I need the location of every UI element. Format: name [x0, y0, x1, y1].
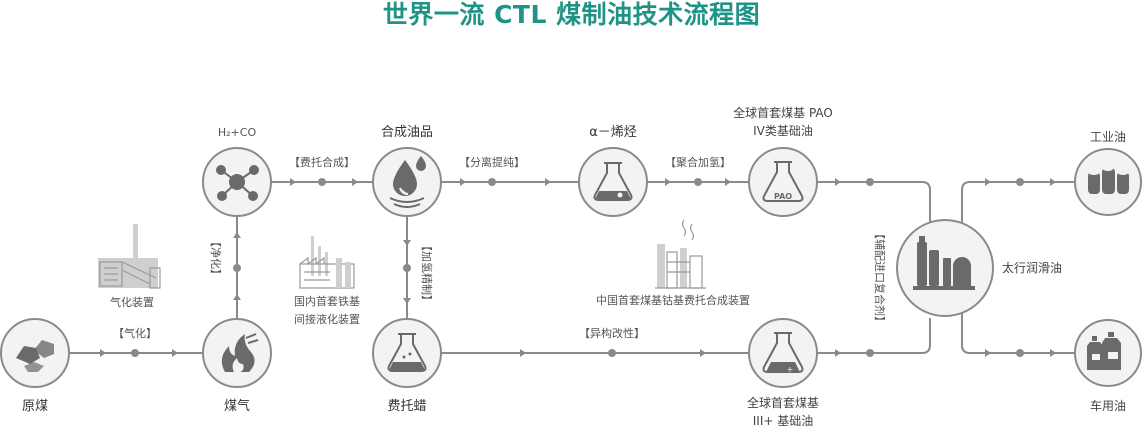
node-alpha-olefin: α－烯烃 — [578, 125, 648, 217]
node-industrial: 工业油 — [1074, 130, 1142, 216]
coal-lumps-icon — [16, 340, 54, 372]
node-pao: PAO 全球首套煤基 PAO IV类基础油 — [733, 105, 833, 217]
process-hydrorefining: 【加氢精制】 — [420, 240, 434, 306]
facility-gasifier: 气化装置 — [98, 224, 161, 309]
refinery-icon — [913, 236, 975, 290]
node-taihang-label: 太行润滑油 — [1002, 260, 1062, 275]
page-title: 世界一流 CTL 煤制油技术流程图 — [382, 0, 761, 29]
process-purification: 【净化】 — [209, 236, 223, 280]
facility-indirect-label-1: 国内首套铁基 — [294, 294, 360, 308]
flask-icon — [387, 333, 427, 372]
node-pao-label-2: IV类基础油 — [753, 124, 813, 138]
process-ft-synthesis: 【费托合成】 — [289, 155, 355, 169]
node-vehicle-label: 车用油 — [1090, 398, 1126, 413]
process-separation: 【分离提纯】 — [459, 155, 525, 169]
cobalt-plant-icon — [655, 219, 706, 289]
facility-gasifier-label: 气化装置 — [110, 295, 154, 309]
facility-cobalt: 中国首套煤基钴基费托合成装置 — [596, 219, 750, 307]
svg-text:+: + — [787, 365, 794, 374]
flask-icon — [593, 162, 633, 201]
liquefaction-plant-icon — [299, 236, 355, 289]
node-synthetic-oil-label: 合成油品 — [381, 125, 433, 140]
node-taihang: 太行润滑油 — [896, 219, 1062, 317]
node-syngas-label: H₂+CO — [218, 126, 257, 139]
facility-indirect-label-2: 间接液化装置 — [294, 312, 360, 326]
node-synthetic-oil: 合成油品 — [372, 125, 442, 217]
molecule-icon — [216, 165, 259, 201]
node-pao-label-1: 全球首套煤基 PAO — [733, 105, 833, 120]
node-coal: 原煤 — [0, 318, 70, 414]
flask-pao-icon: PAO — [762, 161, 804, 202]
node-coal-label: 原煤 — [22, 399, 48, 414]
gasifier-plant-icon — [98, 224, 161, 289]
node-gas-label: 煤气 — [224, 398, 250, 414]
node-alpha-olefin-label: α－烯烃 — [589, 125, 637, 140]
node-base3-label-1: 全球首套煤基 — [747, 395, 819, 410]
process-additive: 【辅配进口复合剂】 — [873, 228, 887, 327]
process-isomerization: 【异构改性】 — [579, 326, 645, 340]
node-gas: 煤气 — [202, 318, 272, 414]
node-base3: + 全球首套煤基 III+ 基础油 — [747, 318, 819, 428]
process-polymerization: 【聚合加氢】 — [665, 155, 731, 169]
node-ft-wax: 费托蜡 — [372, 318, 442, 414]
node-base3-label-2: III+ 基础油 — [753, 414, 814, 428]
flask-icon: + — [762, 332, 804, 374]
node-ft-wax-label: 费托蜡 — [387, 399, 426, 414]
node-vehicle: 车用油 — [1074, 319, 1142, 413]
facility-cobalt-label: 中国首套煤基钴基费托合成装置 — [596, 293, 750, 307]
node-syngas: H₂+CO — [202, 126, 272, 217]
barrels-icon — [1088, 167, 1129, 194]
pipe-valves — [100, 178, 1056, 357]
svg-text:PAO: PAO — [774, 192, 792, 201]
facility-indirect: 国内首套铁基 间接液化装置 — [294, 236, 360, 326]
oil-drop-icon — [389, 156, 426, 208]
flame-icon — [221, 333, 259, 372]
process-gasification: 【气化】 — [113, 326, 157, 340]
oil-cans-icon — [1087, 332, 1121, 370]
node-industrial-label: 工业油 — [1090, 130, 1126, 144]
